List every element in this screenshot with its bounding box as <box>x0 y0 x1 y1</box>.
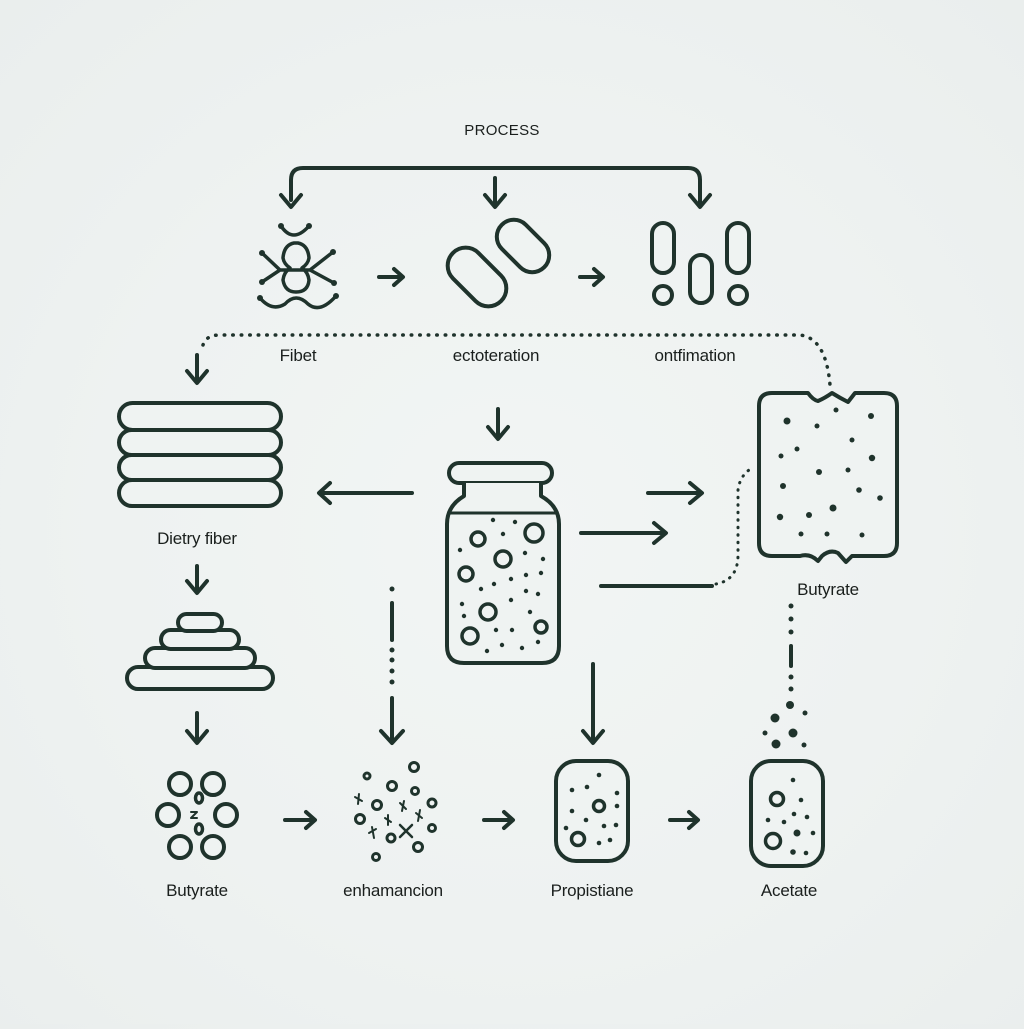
arrow-right-icon <box>482 810 515 830</box>
dotted-connector-down <box>762 603 808 749</box>
arrow-right-icon <box>579 521 668 545</box>
textured-block-icon <box>757 391 899 564</box>
label-ectoteration: ectoteration <box>452 346 540 365</box>
bacterium-splitting-icon <box>257 223 339 310</box>
arrow-left-icon <box>317 481 414 505</box>
label-propistiane: Propistiane <box>550 881 634 900</box>
capsules-and-spheres-icon <box>650 221 751 306</box>
block-dots <box>776 407 883 538</box>
arrow-right-icon <box>578 267 605 287</box>
label-dietry-fiber: Dietry fiber <box>157 529 237 548</box>
label-butyrate: Butyrate <box>166 881 228 900</box>
dispersed-particles-icon <box>354 761 438 862</box>
dotted-connector-right <box>599 466 754 588</box>
diagram-title: PROCESS <box>464 122 540 139</box>
arrow-right-icon <box>668 810 700 830</box>
dotted-arrow-down <box>379 586 405 745</box>
label-fibet: Fibet <box>279 346 317 365</box>
jar-bubbles <box>457 517 549 654</box>
container-with-bubbles-icon <box>749 759 825 868</box>
arrow-right-icon <box>377 267 405 287</box>
jar-with-bubbles-icon <box>445 461 561 665</box>
label-butyrate-block: Butyrate <box>797 580 859 599</box>
two-capsules-icon <box>445 217 552 309</box>
arrow-down-icon <box>185 564 209 595</box>
dotted-connector-top <box>185 333 832 387</box>
arrow-down-icon <box>581 662 605 745</box>
arrow-right-icon <box>283 810 317 830</box>
arrow-down-icon <box>486 407 510 441</box>
label-enhamancion: enhamancion <box>343 881 443 900</box>
stacked-pyramid-icon <box>125 612 275 691</box>
label-acetate: Acetate <box>760 881 818 900</box>
rounded-container-icon <box>554 759 630 863</box>
ring-cluster-icon <box>155 771 239 860</box>
label-ontfimation: ontfimation <box>654 346 736 365</box>
arrow-right-icon <box>646 481 704 505</box>
arrow-down-icon <box>185 711 209 745</box>
top-bracket-connector <box>279 166 712 209</box>
stacked-layers-icon <box>117 401 283 508</box>
